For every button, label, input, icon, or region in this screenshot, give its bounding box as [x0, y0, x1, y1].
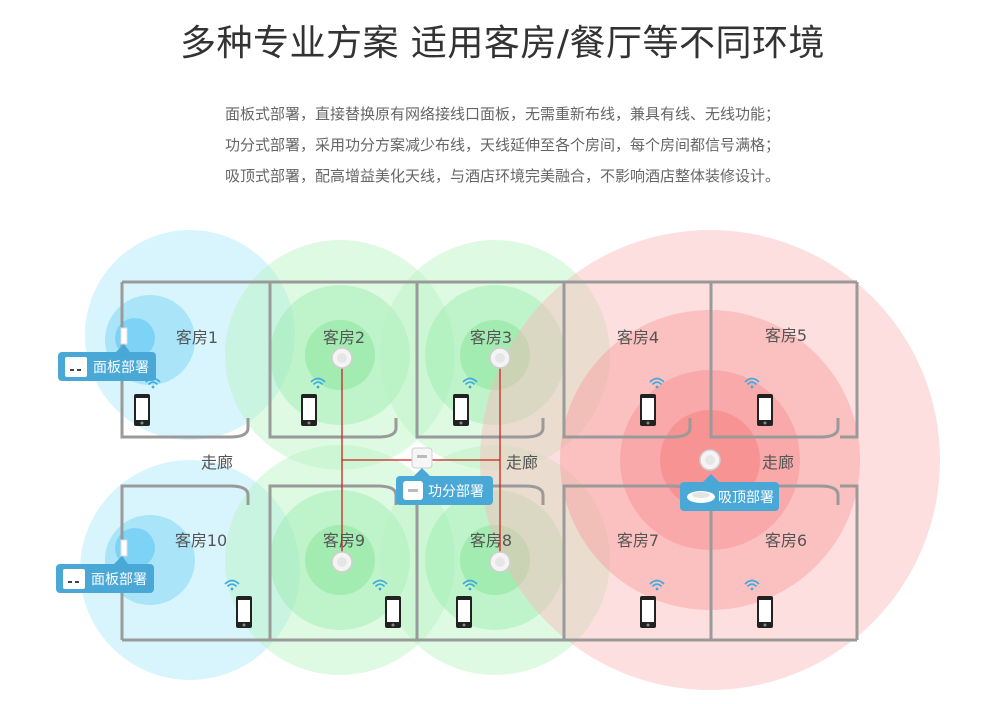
- badge-label: 面板部署: [93, 360, 149, 376]
- description-line-3: 吸顶式部署，配高增益美化天线，与酒店环境完美融合，不影响酒店整体装修设计。: [224, 167, 780, 185]
- corridor-label-left: 走廊: [201, 453, 233, 472]
- room-label-6: 客房6: [765, 531, 807, 550]
- room-label-10: 客房10: [175, 531, 227, 550]
- antenna-icon: [331, 347, 353, 369]
- room-label-5: 客房5: [765, 326, 807, 345]
- phone-icon: [640, 596, 656, 628]
- badge-label: 面板部署: [91, 572, 147, 588]
- phone-icon: [456, 596, 472, 628]
- phone-icon: [757, 394, 773, 426]
- phone-icon: [134, 394, 150, 426]
- ceiling-deployment-badge: 吸顶部署: [680, 474, 779, 511]
- panel-deployment-badge-top: 面板部署: [58, 344, 156, 381]
- room-label-4: 客房4: [617, 328, 659, 347]
- phone-icon: [757, 596, 773, 628]
- room-label-7: 客房7: [617, 531, 659, 550]
- phone-icon: [301, 394, 317, 426]
- room-label-1: 客房1: [176, 328, 218, 347]
- panel-ap-icon: [120, 539, 128, 557]
- panel-deployment-badge-bottom: 面板部署: [56, 556, 154, 593]
- page-title: 多种专业方案 适用客房/餐厅等不同环境: [179, 23, 826, 64]
- room-label-8: 客房8: [470, 531, 512, 550]
- corridor-label-right: 走廊: [762, 453, 794, 472]
- panel-ap-icon: [120, 327, 128, 345]
- antenna-icon: [331, 551, 353, 573]
- antenna-icon: [489, 347, 511, 369]
- description-line-1: 面板式部署，直接替换原有网络接线口面板，无需重新布线，兼具有线、无线功能；: [224, 105, 780, 123]
- splitter-deployment-badge: 功分部署: [396, 468, 493, 505]
- badge-label: 功分部署: [428, 484, 484, 500]
- phone-icon: [640, 394, 656, 426]
- room-label-3: 客房3: [470, 328, 512, 347]
- antenna-icon: [489, 551, 511, 573]
- splitter-device-icon: [411, 447, 433, 469]
- room-label-2: 客房2: [323, 328, 365, 347]
- phone-icon: [453, 394, 469, 426]
- corridor-label-middle: 走廊: [506, 453, 538, 472]
- ceiling-ap-icon: [699, 449, 721, 471]
- room-label-9: 客房9: [323, 531, 365, 550]
- badge-label: 吸顶部署: [718, 490, 774, 506]
- description-line-2: 功分式部署，采用功分方案减少布线，天线延伸至各个房间，每个房间都信号满格；: [224, 136, 780, 154]
- phone-icon: [236, 596, 252, 628]
- phone-icon: [385, 596, 401, 628]
